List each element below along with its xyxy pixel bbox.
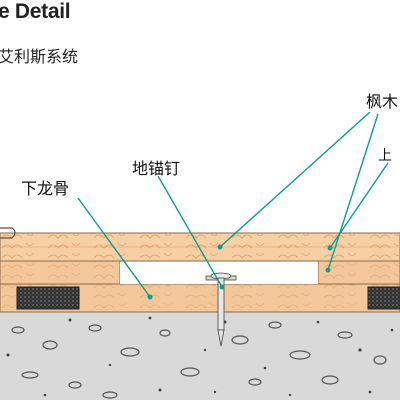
concrete-specks [6,316,394,397]
label-anchor-nail: 地锚钉 [132,159,181,178]
leader-maple-2 [327,113,379,271]
leader-sleeper [77,197,151,298]
leader-lines [77,111,389,298]
rubber-pad-right [367,286,400,310]
anchor-nail [205,272,237,347]
leader-maple-1 [219,111,371,248]
diagram-subtitle: 艾利斯系统 [0,47,79,66]
edge-hook [0,227,16,239]
leader-dots [147,244,333,300]
leader-nail [157,175,223,288]
leader-upper [329,162,389,249]
diagram-title: e Detail [0,0,71,23]
label-lower-sleeper: 下龙骨 [21,179,70,198]
label-upper: 上 [378,148,392,164]
concrete-aggregate [11,321,387,399]
rubber-pad-left [16,286,80,310]
label-maple: 枫木 [366,92,399,111]
concrete-slab [0,312,400,400]
